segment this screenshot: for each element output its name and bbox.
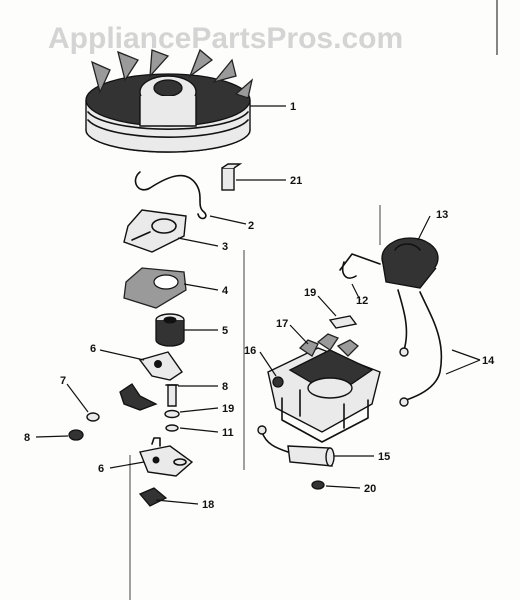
callout-7: 7 [60,375,66,387]
callout-15: 15 [378,451,390,463]
part-8-nut [68,429,84,441]
callout-8-right: 8 [222,381,228,393]
part-12-lead [341,261,357,279]
part-7-washer [86,412,100,422]
part-3-cover-plate [123,209,187,253]
part-19-washer [164,409,180,419]
callout-21: 21 [290,175,302,187]
part-13-coil [339,237,439,289]
part-17-cam-lobes [272,333,359,388]
callout-3: 3 [222,241,228,253]
part-18-felt-pad [138,487,168,507]
part-5-bushing [155,313,185,347]
part-8-screw [165,384,179,407]
leader-lines [35,105,481,505]
callout-17: 17 [276,318,288,330]
part-15-condenser [257,425,335,467]
callout-19-left: 19 [222,403,234,415]
callout-labels: 1 2 3 4 5 6 6 7 8 8 11 12 13 14 15 16 17… [24,101,495,511]
part-2-wire-clip [134,171,207,220]
callout-13: 13 [436,209,448,221]
callout-16: 16 [244,345,256,357]
part-14-ground-wires [397,289,443,407]
callout-18: 18 [202,499,214,511]
part-6-breaker-arm [119,351,183,411]
part-11-spring [165,424,179,432]
callout-1: 1 [290,101,296,113]
part-21-key [221,163,243,191]
callout-19-right: 19 [304,287,316,299]
callout-14: 14 [482,355,495,367]
callout-6-lower: 6 [98,463,104,475]
part-19-clip [328,315,358,329]
part-16-armature [267,347,381,443]
callout-8-left: 8 [24,432,30,444]
callout-2: 2 [248,220,254,232]
part-1-flywheel [85,48,254,153]
callout-6-upper: 6 [90,343,96,355]
part-20-nut [311,480,325,490]
part-6-contact-plate [139,437,194,477]
callout-5: 5 [222,325,228,337]
callout-4: 4 [222,285,229,297]
callout-20: 20 [364,483,376,495]
part-4-gasket [123,267,187,309]
callout-11: 11 [222,427,234,439]
callout-12: 12 [356,295,368,307]
watermark: AppliancePartsPros.com [48,22,403,55]
